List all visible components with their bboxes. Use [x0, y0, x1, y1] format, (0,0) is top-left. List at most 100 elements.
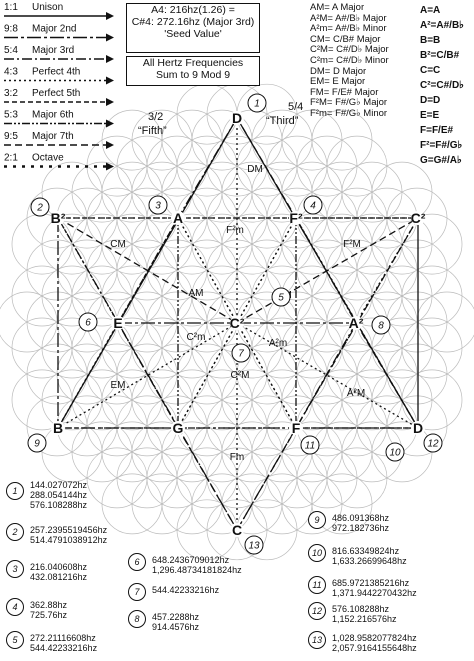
freq-circle-9: 9 — [308, 511, 326, 529]
arrow-icon — [106, 162, 114, 171]
arrow-icon — [106, 119, 114, 128]
node-backdrop — [349, 316, 363, 330]
seed-line-2: C#4: 272.16hz (Major 3rd) — [131, 16, 255, 28]
freq-circle-6: 6 — [128, 553, 146, 571]
freq-circle-13: 13 — [308, 631, 326, 649]
seed-value-box: A4: 216hz(1.26) = C#4: 272.16hz (Major 3… — [126, 3, 260, 53]
note-node-a2: A² — [349, 315, 364, 331]
legend-ratio: 1:1 — [4, 2, 18, 13]
region-label-dm: DM — [247, 164, 263, 175]
note-node-f2: F² — [289, 210, 303, 226]
freq-values-2: 257.2395519456hz 514.4791038912hz — [30, 525, 108, 545]
region-label-cm: CM — [110, 239, 126, 250]
chord-key-item: EM= E Major — [310, 76, 366, 88]
freq-circle-8: 8 — [128, 610, 146, 628]
interval-edge — [236, 117, 297, 219]
arrow-icon — [106, 55, 114, 63]
freq-values-7: 544.42233216hz — [152, 585, 220, 595]
region-label-fm: Fm — [230, 452, 244, 463]
fifth-ratio: 3/2 — [148, 111, 163, 123]
interval-edge — [57, 117, 238, 429]
circle-number — [303, 195, 323, 215]
note-key-item: D=D — [420, 95, 441, 106]
note-node-c2_center: C² — [230, 315, 245, 331]
circle-number-label: 7 — [238, 349, 244, 360]
circle-number — [300, 435, 320, 455]
note-key-item: C=C — [420, 65, 441, 76]
chord-key-item: DM= D Major — [310, 65, 367, 77]
circle-number-label: 11 — [305, 441, 315, 452]
legend-label: Unison — [32, 2, 63, 13]
circle-number-label: 6 — [85, 318, 91, 329]
legend-label: Perfect 5th — [32, 88, 80, 99]
note-node-d_top: D — [232, 110, 242, 126]
legend-ratio: 3:2 — [4, 88, 18, 99]
note-node-f: F — [292, 420, 301, 436]
freq-values-3: 216.040608hz 432.081216hz — [30, 562, 88, 582]
arrow-icon — [106, 141, 114, 149]
node-backdrop — [230, 111, 244, 125]
freq-values-8: 457.2288hz 914.4576hz — [152, 612, 200, 632]
note-node-d_right: D — [413, 420, 423, 436]
freq-values-4: 362.88hz 725.76hz — [30, 600, 68, 620]
interval-edge — [236, 217, 419, 324]
circle-number-label: 8 — [378, 321, 384, 332]
circle-number — [27, 433, 47, 453]
interval-edge — [295, 322, 357, 429]
circle-number — [231, 343, 251, 363]
circle-number-label: 13 — [248, 541, 260, 552]
note-key-item: C²=C#/D♭ — [420, 80, 464, 91]
freq-values-9: 486.091368hz 972.182736hz — [332, 513, 390, 533]
legend-label: Octave — [32, 153, 64, 164]
chord-key-item: F²m= F#/G♭ Minor — [310, 107, 388, 119]
note-key-item: E=E — [420, 110, 440, 121]
note-node-c_bottom: C — [232, 522, 242, 538]
circle-number — [247, 93, 267, 113]
legend-label: Major 3rd — [32, 45, 74, 56]
circle-number — [423, 433, 443, 453]
note-key-item: B=B — [420, 35, 441, 46]
freq-circle-11: 11 — [308, 576, 326, 594]
note-node-b: B — [53, 420, 63, 436]
freq-circle-7: 7 — [128, 583, 146, 601]
note-node-b2: B² — [51, 210, 66, 226]
circle-number — [244, 535, 264, 555]
legend-ratio: 5:3 — [4, 110, 18, 121]
legend-label: Major 2nd — [32, 24, 76, 35]
legend-label: Major 6th — [32, 110, 74, 121]
freq-values-13: 1,028.9582077824hz 2,057.9164155648hz — [332, 633, 417, 653]
node-backdrop — [411, 211, 425, 225]
legend-ratio: 5:4 — [4, 45, 18, 56]
circle-number — [148, 195, 168, 215]
freq-values-1: 144.027072hz 288.054144hz 576.108288hz — [30, 480, 88, 510]
region-label-c2m: C²m — [187, 332, 206, 343]
chord-key-item: CM= C/B# Major — [310, 33, 381, 45]
note-node-a: A — [173, 210, 183, 226]
flower-of-life-pattern — [0, 83, 474, 561]
circle-number-label: 10 — [389, 448, 401, 459]
node-backdrop — [289, 421, 303, 435]
sum-line-1: All Hertz Frequencies — [142, 57, 244, 69]
interval-edge — [177, 427, 238, 531]
circle-number — [385, 442, 405, 462]
circle-number — [78, 312, 98, 332]
chord-key-item: C²M= C#/D♭ Major — [310, 44, 389, 56]
region-label-c2m: C²M — [231, 370, 250, 381]
region-label-f2m_top: F²m — [226, 225, 244, 236]
circle-number — [30, 197, 50, 217]
note-key-item: F²=F#/G♭ — [420, 140, 463, 151]
node-backdrop — [411, 421, 425, 435]
circle-number — [371, 315, 391, 335]
region-label-am: AM — [189, 288, 204, 299]
region-label-em: EM — [111, 380, 126, 391]
node-backdrop — [230, 523, 244, 537]
arrow-icon — [106, 12, 114, 20]
note-key-item: B²=C/B# — [420, 50, 460, 61]
interval-edge — [57, 217, 238, 531]
freq-values-11: 685.9721385216hz 1,371.9442270432hz — [332, 578, 417, 598]
seed-line-3: 'Seed Value' — [164, 28, 222, 40]
